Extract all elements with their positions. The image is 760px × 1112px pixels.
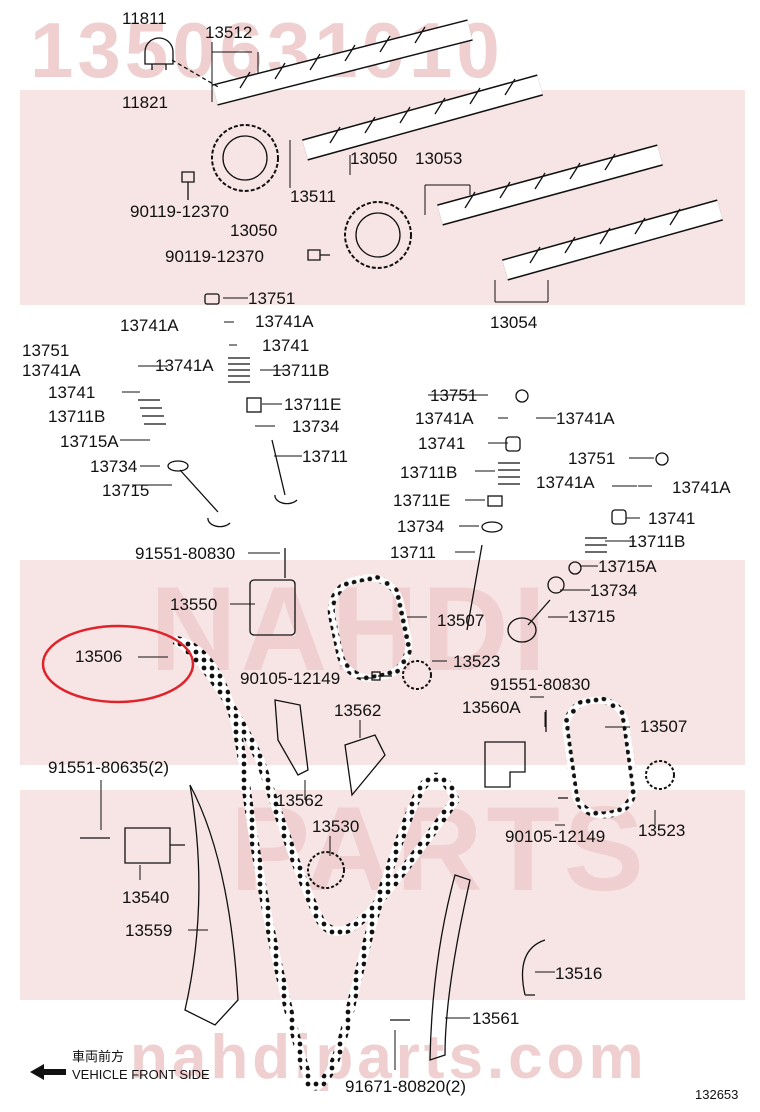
label-13523-a: 13523 [453, 652, 501, 671]
label-13734-b: 13734 [90, 457, 138, 476]
label-13054: 13054 [490, 313, 538, 332]
label-13734-c: 13734 [397, 517, 445, 536]
label-90105-12149-b: 90105-12149 [505, 827, 606, 846]
label-13715A-b: 13715A [598, 557, 657, 576]
sprocket-13523-left [402, 660, 432, 690]
label-13751-d: 13751 [568, 449, 616, 468]
label-13523-b: 13523 [638, 821, 686, 840]
label-13050-lower: 13050 [350, 149, 398, 168]
label-11821: 11821 [122, 93, 169, 112]
cam-gear-13050-upper [211, 124, 279, 192]
label-13741-b: 13741 [48, 383, 96, 402]
camshaft-13054 [502, 199, 723, 281]
chain-guide-13561 [429, 874, 471, 1061]
label-90119-upper: 90119-12370 [130, 202, 229, 221]
label-13516: 13516 [555, 964, 603, 983]
label-13507-b: 13507 [640, 717, 688, 736]
highlight-circle [41, 624, 195, 704]
label-13540: 13540 [122, 888, 170, 907]
label-13711B-a: 13711B [272, 361, 330, 380]
label-13511: 13511 [290, 187, 337, 206]
label-13559: 13559 [125, 921, 173, 940]
label-13507-a: 13507 [437, 611, 485, 630]
bolt-90119-upper [181, 171, 195, 200]
vehicle-front-en: VEHICLE FRONT SIDE [72, 1067, 210, 1082]
label-13512: 13512 [205, 23, 253, 42]
label-13050-upper: 13050 [230, 221, 278, 240]
label-13741A-f: 13741A [556, 409, 615, 428]
camshaft-13512 [212, 19, 473, 106]
label-91551-80635: 91551-80635(2) [48, 758, 169, 777]
label-13562-a: 13562 [334, 701, 382, 720]
label-90105-12149-a: 90105-12149 [240, 669, 341, 688]
label-13715A-a: 13715A [60, 432, 119, 451]
watermark-brand-row2: PARTS [230, 782, 648, 916]
label-91671-80820: 91671-80820(2) [345, 1077, 466, 1096]
tensioner-13540 [124, 827, 185, 864]
label-13734-d: 13734 [590, 581, 638, 600]
label-13751-c: 13751 [430, 386, 478, 405]
label-13711B-d: 13711B [628, 532, 686, 551]
camshaft-13053 [437, 144, 663, 226]
label-13550: 13550 [170, 595, 218, 614]
label-13741A-b: 13741A [255, 312, 314, 331]
label-13561: 13561 [472, 1009, 520, 1028]
label-13715-a: 13715 [102, 481, 150, 500]
label-13741-a: 13741 [262, 336, 310, 355]
label-13741A-e: 13741A [415, 409, 474, 428]
tensioner-13560A [484, 741, 526, 788]
watermark-site: nahdiparts.com [130, 1023, 648, 1092]
valve-13715 [179, 469, 231, 528]
label-11811: 11811 [122, 9, 167, 28]
label-90119-lower: 90119-12370 [165, 247, 264, 266]
diagram-number: 132653 [695, 1087, 739, 1102]
bearing-cap-11811 [144, 37, 174, 70]
label-13530: 13530 [312, 817, 360, 836]
label-13751-b: 13751 [22, 341, 70, 360]
cam-gear-13050-lower [344, 201, 412, 269]
oil-jet-13516 [521, 939, 546, 996]
label-13741A-d: 13741A [155, 356, 214, 375]
label-13053: 13053 [415, 149, 463, 168]
label-13562-b: 13562 [276, 791, 324, 810]
guide-13562-left [274, 699, 309, 776]
bolt-90119-lower [307, 249, 330, 261]
valve-13711 [271, 439, 298, 505]
vehicle-front-jp: 車両前方 [72, 1049, 125, 1064]
tensioner-13550 [249, 579, 296, 636]
label-13711B-b: 13711B [48, 407, 106, 426]
sprocket-13523-right [645, 760, 675, 790]
chain-13506 [172, 635, 461, 1091]
guide-13562-right [344, 734, 386, 797]
label-13734-a: 13734 [292, 417, 340, 436]
camshaft-13511 [302, 74, 543, 161]
retainer-13711E-a [246, 397, 262, 413]
chain-13507-right [562, 696, 638, 819]
label-13741-d: 13741 [648, 509, 696, 528]
spring-13711B-b [138, 399, 166, 425]
chain-13507-left [327, 574, 413, 682]
label-13711-a: 13711 [302, 447, 349, 466]
label-13711B-c: 13711B [400, 463, 458, 482]
label-13711-b: 13711 [390, 543, 437, 562]
label-13741A-c: 13741A [22, 361, 81, 380]
chain-guide-13559 [184, 784, 239, 1026]
label-13741A-h: 13741A [672, 478, 731, 497]
label-13715-b: 13715 [568, 607, 616, 626]
label-91551-80830-b: 91551-80830 [490, 675, 591, 694]
label-13711E-b: 13711E [393, 491, 451, 510]
label-91551-80830-a: 91551-80830 [135, 544, 236, 563]
label-13741A-g: 13741A [536, 473, 595, 492]
label-13751-a: 13751 [248, 289, 296, 308]
label-13506: 13506 [75, 647, 123, 666]
lifter-13751-a [204, 293, 220, 305]
sprocket-13530 [307, 851, 345, 889]
spring-13711B-a [228, 357, 250, 383]
label-13741A-a: 13741A [120, 316, 179, 335]
label-13741-c: 13741 [418, 434, 466, 453]
label-13711E-a: 13711E [284, 395, 342, 414]
front-arrow-icon [30, 1064, 66, 1080]
label-13560A: 13560A [462, 698, 521, 717]
